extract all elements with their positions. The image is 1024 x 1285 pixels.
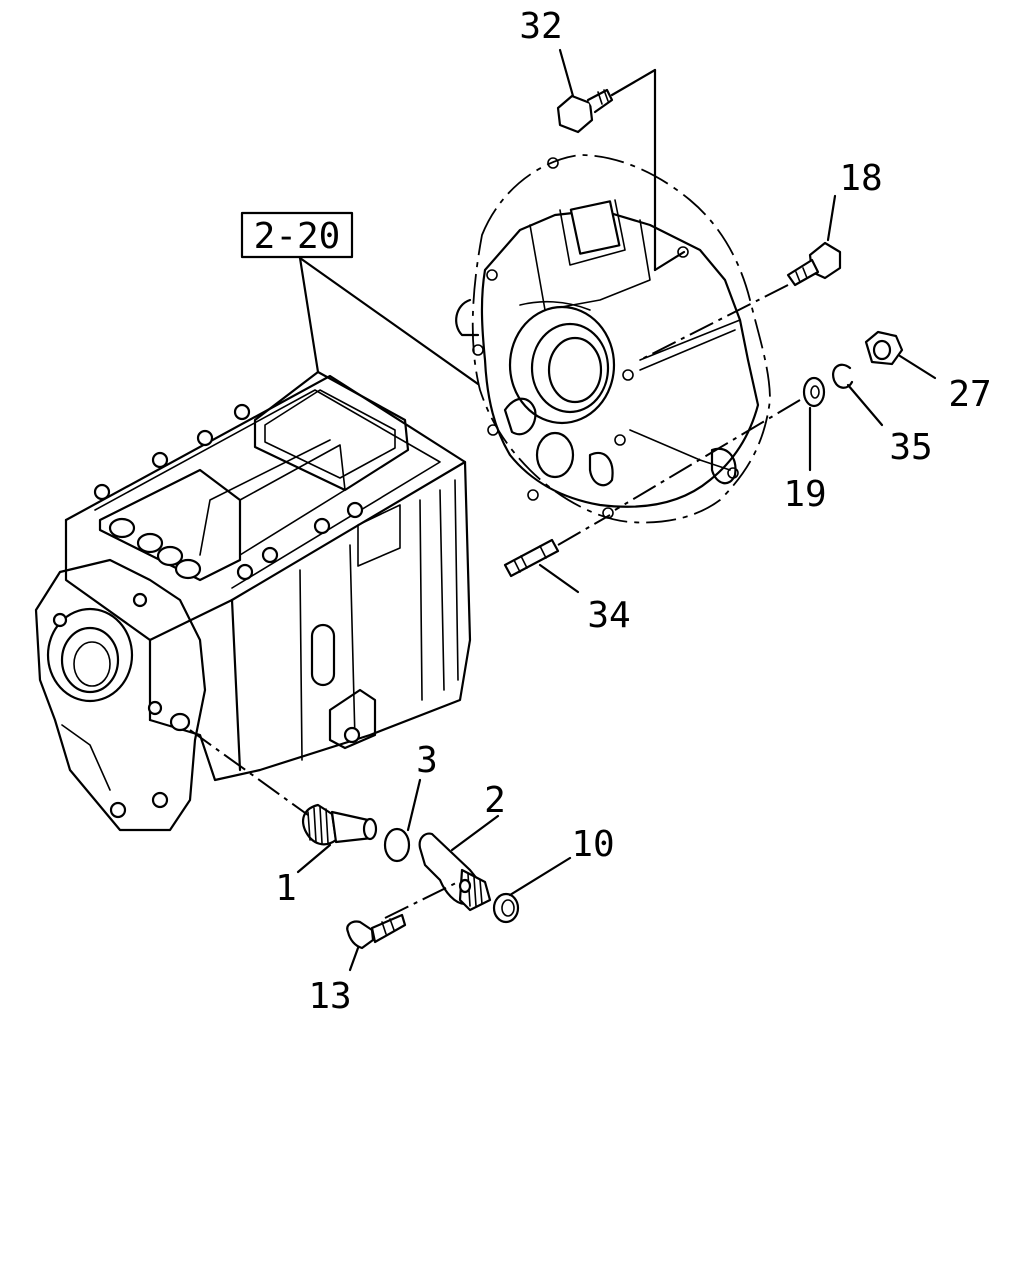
part-2-leader — [450, 814, 500, 852]
part-34-leader — [538, 563, 580, 594]
callout-27: 27 — [948, 374, 991, 415]
callout-1: 1 — [275, 868, 297, 909]
callout-32: 32 — [519, 6, 562, 47]
reference-box-label: 2-20 — [254, 216, 341, 257]
part-35-leader — [846, 383, 884, 427]
part-2-centerline — [384, 881, 459, 919]
callout-3: 3 — [416, 740, 438, 781]
part-32-leader — [558, 48, 686, 272]
callout-35: 35 — [889, 427, 932, 468]
part-18-bolt[interactable] — [786, 241, 842, 287]
part-13-leader — [348, 946, 360, 972]
part-32-bolt[interactable] — [556, 88, 614, 134]
clutch-housing — [455, 154, 771, 524]
part-18-centerline — [639, 284, 789, 361]
part-35-clip[interactable] — [832, 363, 854, 389]
part-3-leader — [406, 778, 422, 832]
part-2-sleeve[interactable] — [418, 832, 492, 912]
callout-2: 2 — [484, 780, 506, 821]
part-27-nut[interactable] — [864, 330, 904, 366]
callout-34: 34 — [587, 595, 630, 636]
part-10-leader — [508, 856, 572, 897]
reference-box[interactable]: 2-20 — [240, 211, 354, 259]
part-1-centerline — [189, 729, 309, 816]
part-1-leader — [296, 843, 332, 874]
callout-18: 18 — [839, 158, 882, 199]
part-10-plug[interactable] — [492, 892, 520, 924]
part-19-centerline — [614, 399, 801, 511]
transmission-case — [34, 370, 472, 832]
part-1-shaft[interactable] — [301, 803, 378, 846]
part-19-washer[interactable] — [802, 376, 826, 408]
callout-13: 13 — [308, 976, 351, 1017]
part-13-bolt[interactable] — [346, 913, 407, 950]
part-3-o-ring[interactable] — [383, 827, 411, 863]
part-34-centerline — [557, 514, 611, 546]
part-34-stud[interactable] — [503, 538, 560, 578]
part-27-leader — [898, 354, 937, 380]
callout-19: 19 — [783, 474, 826, 515]
part-18-leader — [826, 194, 837, 242]
callout-10: 10 — [571, 824, 614, 865]
reference-leaders — [298, 256, 480, 386]
